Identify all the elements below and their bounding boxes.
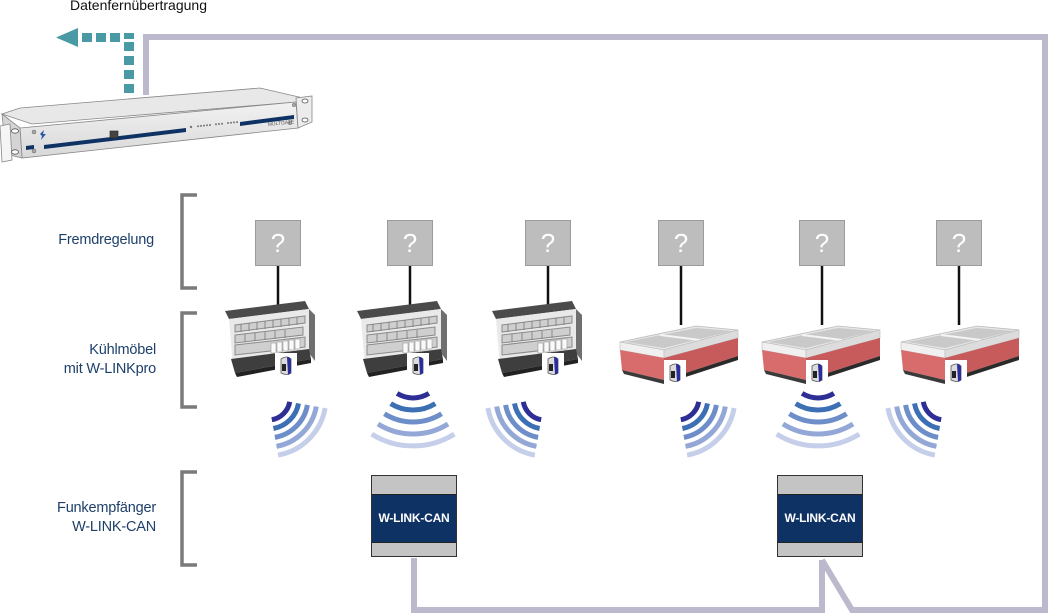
radio-waves-3	[485, 401, 542, 458]
fixture-1-shelf-cabinet	[224, 300, 316, 380]
wave-arc	[383, 411, 443, 425]
wave-arc	[903, 404, 939, 440]
row-label-funkempfaenger: Funkempfänger W-LINK-CAN	[57, 500, 156, 535]
controller-box-6: ?	[936, 220, 982, 266]
bracket-kuehlmoebel	[180, 311, 197, 409]
controller-box-3: ?	[525, 220, 571, 266]
wave-arc	[277, 407, 328, 458]
receiver-label: W-LINK-CAN	[778, 494, 862, 543]
wave-arc	[681, 402, 710, 431]
wave-arc	[370, 431, 456, 449]
radio-waves-1	[271, 401, 328, 458]
wave-arc	[485, 407, 536, 458]
fixture-4-chest-freezer	[619, 325, 739, 387]
controller-links	[276, 266, 961, 325]
data-transfer-label: Datenfernübertragung	[70, 0, 207, 13]
wave-arc	[271, 401, 293, 423]
wave-arc	[684, 405, 728, 449]
wave-arc	[683, 404, 719, 440]
wave-arc	[395, 391, 431, 401]
wave-arc	[885, 407, 936, 458]
wave-arc	[781, 421, 855, 437]
fixture-6-chest-freezer	[900, 325, 1020, 387]
row-brackets	[180, 193, 197, 567]
fixture-3-shelf-cabinet	[491, 300, 583, 380]
wave-arc	[389, 401, 437, 413]
bracket-fremdregelung	[180, 193, 197, 290]
wave-arc	[494, 405, 538, 449]
receiver-w-link-can-2: W-LINK-CAN	[777, 475, 863, 557]
wave-arc	[894, 405, 938, 449]
wave-arc	[775, 431, 861, 449]
wave-arc	[520, 401, 542, 423]
data-transfer-arrow	[56, 28, 134, 93]
receiver-w-link-can-1: W-LINK-CAN	[371, 475, 457, 557]
controller-box-2: ?	[387, 220, 433, 266]
radio-waves-4	[680, 401, 737, 458]
wave-arc	[800, 391, 836, 401]
row-label-kuehlmoebel: Kühlmöbel mit W-LINKpro	[63, 342, 156, 377]
gateway-device: MULTGATE	[0, 87, 313, 163]
fixture-5-chest-freezer	[761, 325, 881, 387]
radio-waves-6	[885, 401, 942, 458]
wave-arc	[794, 401, 842, 413]
wave-arc	[376, 421, 450, 437]
can-bus-line	[143, 34, 1048, 613]
wave-arc	[274, 404, 310, 440]
wave-arc	[912, 402, 941, 431]
controller-box-5: ?	[799, 220, 845, 266]
radio-waves-5	[775, 391, 861, 449]
row-label-fremdregelung: Fremdregelung	[58, 232, 154, 248]
bracket-funkempfaenger	[180, 470, 197, 567]
radio-waves-2	[370, 391, 456, 449]
wave-arc	[275, 405, 319, 449]
wave-arc	[503, 404, 539, 440]
gateway-brand-label: MULTGATE	[268, 119, 296, 128]
wave-arc	[512, 402, 541, 431]
controller-box-4: ?	[658, 220, 704, 266]
wave-arc	[680, 401, 702, 423]
receiver-label: W-LINK-CAN	[372, 494, 456, 543]
wave-arc	[920, 401, 942, 423]
controller-box-1: ?	[255, 220, 301, 266]
wave-arc	[686, 407, 737, 458]
wave-arc	[272, 402, 301, 431]
wave-arc	[788, 411, 848, 425]
fixture-2-shelf-cabinet	[356, 300, 448, 380]
